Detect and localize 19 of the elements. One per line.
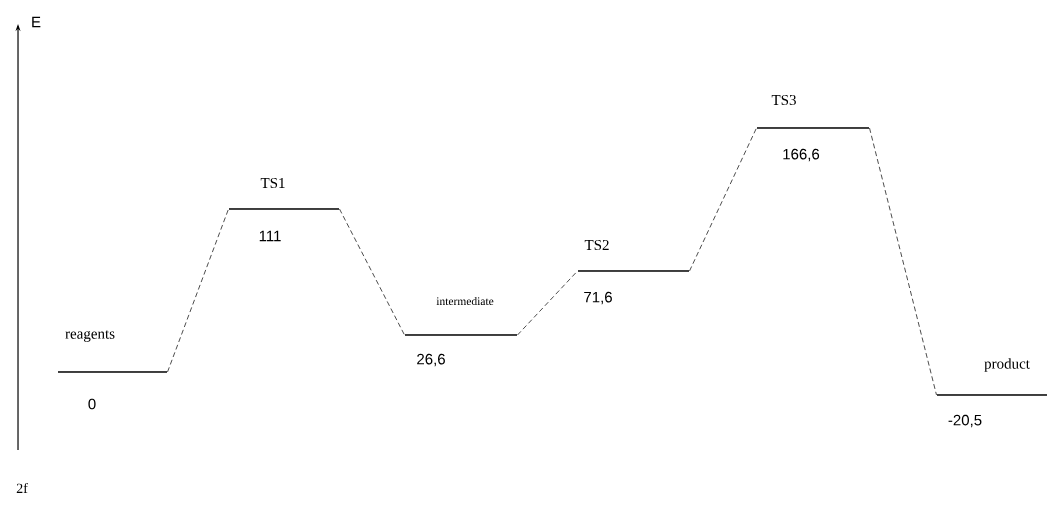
connector-line (869, 127, 937, 396)
level-name: TS2 (584, 239, 609, 251)
energy-value: 111 (259, 230, 281, 242)
axis-label: E (32, 16, 41, 28)
energy-value: 26,6 (417, 353, 445, 367)
energy-value: -20,5 (948, 414, 982, 428)
figure-label: 2f (16, 483, 28, 493)
level-name: TS1 (260, 177, 285, 189)
level-name: reagents (65, 330, 115, 342)
connector-line (339, 208, 405, 336)
energy-value: 71,6 (584, 291, 612, 305)
level-name: intermediate (436, 296, 494, 306)
connector-line (167, 208, 229, 373)
energy-value: 166,6 (783, 148, 820, 162)
level-name: TS3 (771, 94, 796, 106)
connector-line (517, 270, 578, 336)
level-name: product (984, 358, 1030, 372)
connector-line (689, 127, 757, 272)
energy-value: 0 (88, 398, 96, 410)
